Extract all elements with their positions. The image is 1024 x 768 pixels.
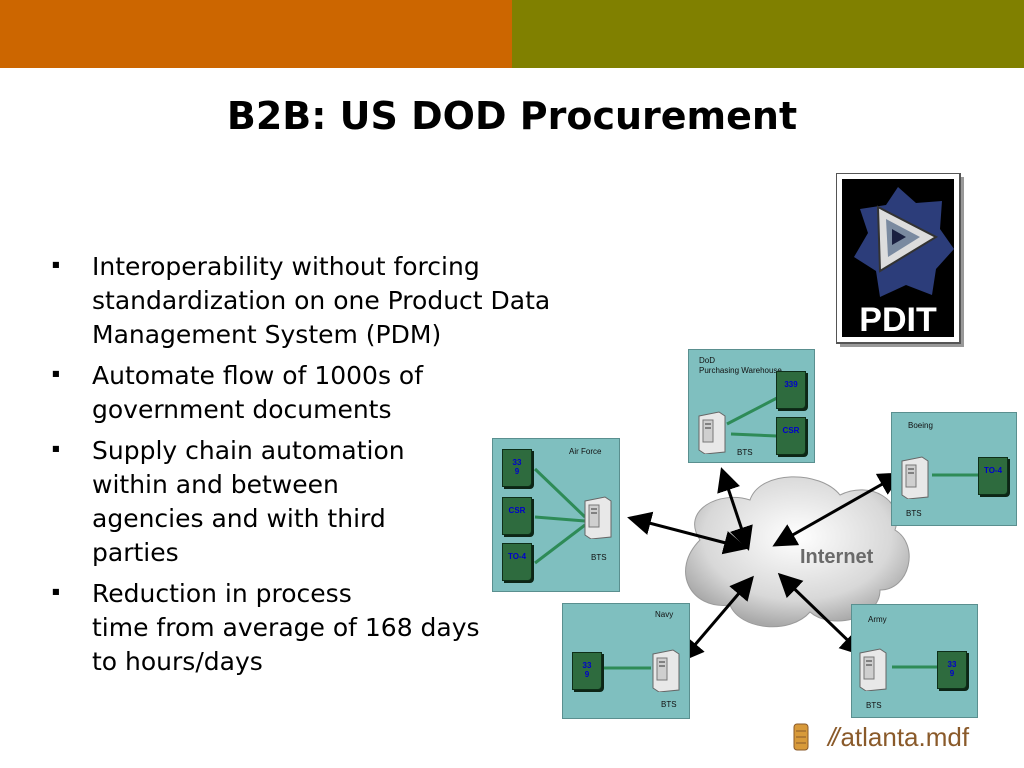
bullet-item: Supply chain automation within and betwe… — [52, 434, 550, 570]
node-air-force: Air Force 33 9 CSR TO-4 BTS — [492, 438, 620, 592]
node-army-bts: BTS — [866, 701, 882, 710]
internet-label: Internet — [800, 546, 874, 568]
bullet-item: Reduction in process time from average o… — [52, 577, 550, 679]
doc-to-4: TO-4 — [502, 543, 532, 581]
node-army-label: Army — [868, 615, 887, 624]
doc-csr: CSR — [776, 417, 806, 455]
bullet-list: Interoperability without forcing standar… — [52, 250, 550, 686]
node-boeing: Boeing TO-4 BTS — [891, 412, 1017, 526]
header-bar-right — [512, 0, 1024, 68]
bullet-text: Supply chain automation within and betwe… — [92, 436, 405, 567]
node-dod-bts: BTS — [737, 448, 753, 457]
node-air-force-links — [533, 467, 587, 565]
connection-arrows — [627, 467, 903, 663]
bullet-item: Automate flow of 1000s of government doc… — [52, 359, 550, 427]
doc-339: 33 9 — [502, 449, 532, 487]
node-dod-label: DoD Purchasing Warehouse — [699, 356, 782, 375]
node-navy-links — [603, 666, 651, 670]
node-boeing-links — [932, 473, 978, 477]
node-air-force-label: Air Force — [569, 447, 602, 456]
doc-csr: CSR — [502, 497, 532, 535]
node-army: Army 33 9 BTS — [851, 604, 978, 718]
node-navy-bts: BTS — [661, 700, 677, 709]
bullet-text: Automate flow of 1000s of government doc… — [92, 361, 424, 424]
node-air-force-bts: BTS — [591, 553, 607, 562]
node-dod-links — [726, 396, 778, 438]
slide-title: B2B: US DOD Procurement — [226, 94, 798, 138]
doc-to-4: TO-4 — [978, 457, 1008, 495]
node-boeing-bts: BTS — [906, 509, 922, 518]
doc-339: 33 9 — [937, 651, 967, 689]
pdit-logo: PDIT — [836, 173, 964, 347]
footer-slashes: // — [828, 722, 840, 752]
bullet-item: Interoperability without forcing standar… — [52, 250, 550, 352]
server-icon — [859, 648, 887, 691]
header-bar-left — [0, 0, 512, 68]
bullet-text: Interoperability without forcing standar… — [92, 252, 551, 349]
node-dod: DoD Purchasing Warehouse 339 CSR BTS — [688, 349, 815, 463]
server-icon — [652, 649, 680, 692]
node-navy-label: Navy — [655, 610, 674, 619]
atlanta-mdf-logo-icon — [793, 723, 809, 751]
doc-339: 339 — [776, 371, 806, 409]
node-boeing-label: Boeing — [908, 421, 933, 430]
bullet-text: Reduction in process time from average o… — [92, 579, 480, 676]
node-army-links — [892, 665, 938, 669]
server-icon — [901, 456, 929, 499]
pdit-logo-text: PDIT — [859, 301, 937, 339]
server-icon — [698, 411, 726, 454]
doc-339: 33 9 — [572, 652, 602, 690]
node-navy: Navy 33 9 BTS — [562, 603, 690, 719]
footer-brand-text: atlanta.mdf — [840, 722, 970, 752]
footer-brand: //atlanta.mdf — [828, 722, 969, 753]
server-icon — [584, 496, 612, 539]
